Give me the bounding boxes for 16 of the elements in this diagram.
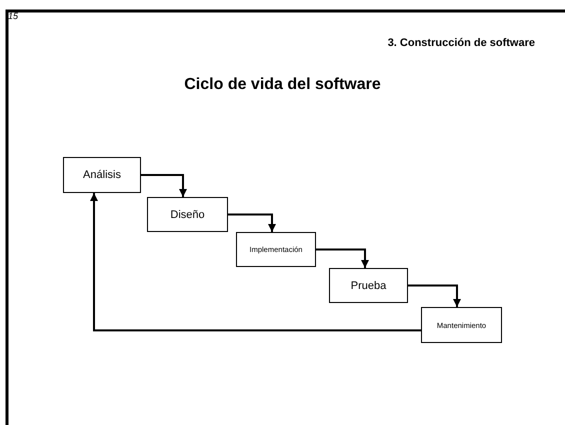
arrow xyxy=(141,174,187,197)
box-label: Prueba xyxy=(350,280,386,292)
page-number: 15 xyxy=(8,11,18,21)
process-box xyxy=(421,307,502,343)
title: Ciclo de vida del software xyxy=(183,76,382,94)
section-heading: 3. Construcción de software xyxy=(388,37,535,49)
arrow xyxy=(408,284,461,307)
arrow xyxy=(316,248,369,268)
box-label: Diseño xyxy=(170,208,205,220)
arrow xyxy=(228,214,276,232)
process-box xyxy=(63,157,141,193)
process-box xyxy=(147,197,228,232)
process-box xyxy=(329,268,408,303)
arrow xyxy=(90,193,421,332)
box-label: Análisis xyxy=(83,169,121,181)
process-box xyxy=(236,232,316,267)
